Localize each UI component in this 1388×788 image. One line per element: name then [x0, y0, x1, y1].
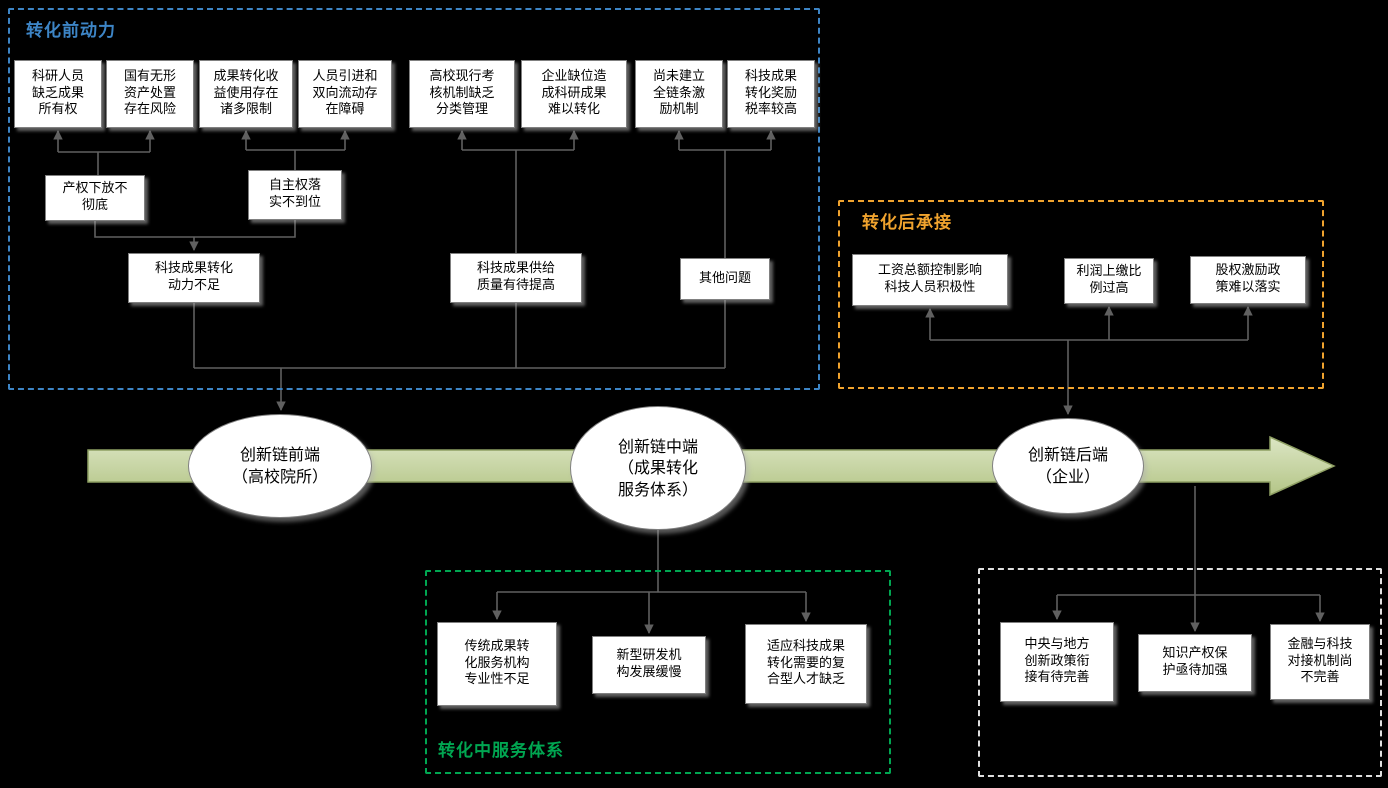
- node-state-asset-risk: 国有无形 资产处置 存在风险: [106, 60, 194, 128]
- node-policy-alignment: 中央与地方 创新政策衔 接有待完善: [1000, 622, 1114, 702]
- connectors-pre: [53, 130, 776, 411]
- chain-back-ellipse: 创新链后端 （企业）: [992, 418, 1144, 514]
- node-salary-cap: 工资总额控制影响 科技人员积极性: [852, 254, 1008, 306]
- connectors-service: [492, 530, 811, 634]
- node-other-issues: 其他问题: [680, 258, 770, 300]
- node-ownership-lack: 科研人员 缺乏成果 所有权: [14, 60, 102, 128]
- node-new-rd-slow: 新型研发机 构发展缓慢: [592, 636, 706, 694]
- group-service-title: 转化中服务体系: [438, 741, 564, 761]
- group-enterprise-environment: [978, 568, 1382, 777]
- node-ip-protection: 知识产权保 护亟待加强: [1138, 634, 1252, 692]
- node-finance-tech-gap: 金融与科技 对接机制尚 不完善: [1270, 624, 1370, 700]
- group-post-title: 转化后承接: [862, 213, 952, 233]
- node-supply-quality: 科技成果供给 质量有待提高: [450, 253, 582, 303]
- node-income-use-limits: 成果转化收 益使用存在 诸多限制: [199, 60, 293, 128]
- group-pre-title: 转化前动力: [26, 21, 116, 41]
- node-composite-talent-lack: 适应科技成果 转化需要的复 合型人才缺乏: [745, 624, 867, 704]
- node-property-devolution: 产权下放不 彻底: [45, 175, 145, 221]
- group-post-transformation: [838, 200, 1324, 389]
- chain-middle-ellipse: 创新链中端 （成果转化 服务体系）: [570, 406, 746, 530]
- group-service-system: [425, 570, 891, 774]
- node-evaluation-mechanism: 高校现行考 核机制缺乏 分类管理: [409, 60, 515, 128]
- node-autonomy-gap: 自主权落 实不到位: [248, 170, 342, 220]
- node-motivation-insufficient: 科技成果转化 动力不足: [128, 253, 260, 303]
- chain-front-ellipse: 创新链前端 （高校院所）: [188, 414, 372, 518]
- node-incentive-chain-missing: 尚未建立 全链条激 励机制: [635, 60, 723, 128]
- connectors-post: [925, 306, 1253, 415]
- node-traditional-agency-weak: 传统成果转 化服务机构 专业性不足: [437, 622, 557, 706]
- node-equity-incentive-hard: 股权激励政 策难以落实: [1190, 256, 1306, 304]
- node-enterprise-absence: 企业缺位造 成科研成果 难以转化: [521, 60, 627, 128]
- group-pre-transformation: [8, 8, 820, 390]
- node-talent-flow-barrier: 人员引进和 双向流动存 在障碍: [298, 60, 392, 128]
- connectors-enterprise: [1052, 486, 1325, 632]
- node-reward-tax-high: 科技成果 转化奖励 税率较高: [727, 60, 815, 128]
- node-profit-ratio-high: 利润上缴比 例过高: [1064, 258, 1154, 304]
